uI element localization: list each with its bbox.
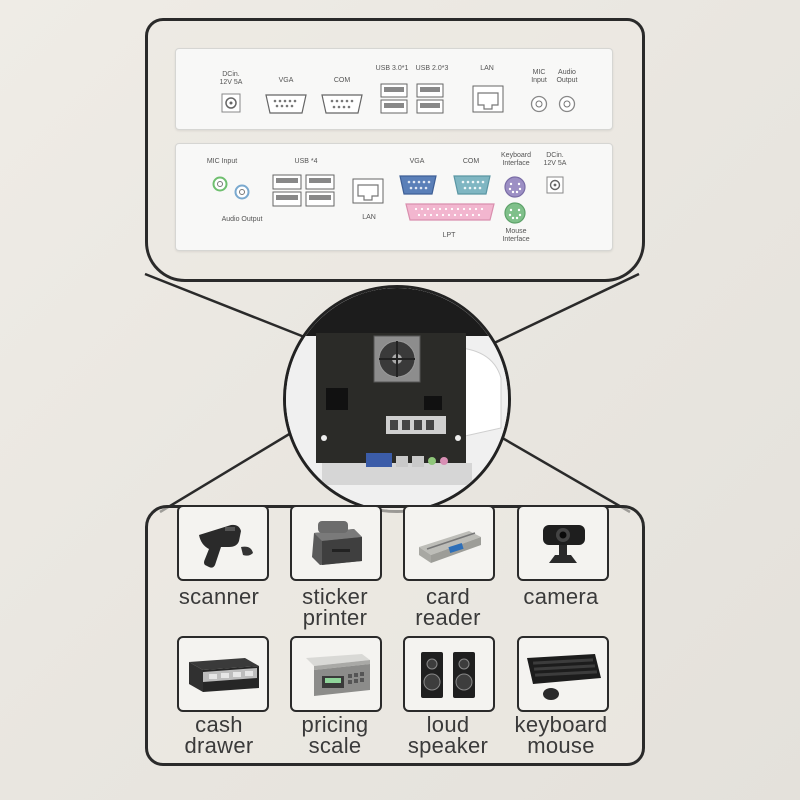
- peripheral-label-camera: camera: [523, 584, 599, 609]
- keyboard-interface-label: Keyboard Interface: [501, 152, 531, 167]
- peripheral-card-sticker-printer: [290, 505, 382, 581]
- keyboard-icon: [527, 654, 601, 700]
- mic-input-label: MIC Input: [206, 158, 238, 165]
- com-port-icon-2: [453, 175, 491, 195]
- dc-in-label-2: DCin. 12V 5A: [543, 152, 567, 167]
- audio-jack-icon: [234, 184, 250, 200]
- io-panel-bottom: MIC Input Audio Output USB *4 LAN VGA CO…: [175, 143, 613, 251]
- com-label: COM: [333, 77, 351, 84]
- vga-port-icon-2: [399, 175, 437, 195]
- mic-port-icon: [530, 95, 548, 113]
- card-reader-icon: [419, 531, 481, 563]
- lpt-label: LPT: [442, 232, 456, 239]
- ps2-keyboard-port-icon: [504, 176, 526, 198]
- peripheral-label-scanner: scanner: [178, 584, 260, 609]
- peripheral-label-card-reader: card reader: [415, 584, 481, 630]
- scale-icon: [306, 654, 370, 696]
- usb4-port-icon: [272, 174, 335, 207]
- lan-label: LAN: [480, 65, 494, 72]
- webcam-icon: [543, 525, 585, 563]
- dc-in-label: DCin. 12V 5A: [219, 71, 243, 86]
- cash-drawer-icon: [189, 658, 259, 692]
- audio-output-label-2: Audio Output: [221, 216, 263, 223]
- peripheral-label-keyboard-mouse: keyboard mouse: [514, 712, 608, 758]
- com-label-2: COM: [462, 158, 480, 165]
- lan-label-2: LAN: [362, 214, 376, 221]
- peripheral-card-camera: [517, 505, 609, 581]
- audio-output-port-icon: [558, 95, 576, 113]
- usb20-port-icon: [416, 83, 444, 114]
- dc-in-port-icon: [221, 93, 241, 113]
- usb30-label: USB 3.0*1: [375, 65, 409, 72]
- label-printer-icon: [312, 521, 362, 565]
- ps2-mouse-port-icon: [504, 202, 526, 224]
- peripheral-label-loud-speaker: loud speaker: [407, 712, 489, 758]
- vga-port-icon: [265, 94, 307, 114]
- peripheral-card-keyboard-mouse: [517, 636, 609, 712]
- barcode-scanner-icon: [199, 524, 253, 568]
- peripheral-label-cash-drawer: cash drawer: [184, 712, 254, 758]
- peripheral-card-scanner: [177, 505, 269, 581]
- mouse-icon: [543, 688, 559, 700]
- peripheral-card-loud-speaker: [403, 636, 495, 712]
- peripheral-label-pricing-scale: pricing scale: [301, 712, 369, 758]
- lan-port-icon: [472, 85, 504, 113]
- usb20-label: USB 2.0*3: [415, 65, 449, 72]
- peripheral-card-card-reader: [403, 505, 495, 581]
- vga-label: VGA: [278, 77, 294, 84]
- mouse-interface-label: Mouse Interface: [502, 228, 530, 243]
- lpt-port-icon: [405, 203, 495, 221]
- io-panel-top: DCin. 12V 5A VGA COM USB 3.0*1 USB 2.0*3…: [175, 48, 613, 130]
- peripheral-card-cash-drawer: [177, 636, 269, 712]
- mic-label: MIC Input: [531, 69, 547, 84]
- peripheral-card-pricing-scale: [290, 636, 382, 712]
- peripheral-label-sticker-printer: sticker printer: [302, 584, 368, 630]
- motherboard-icon: [286, 288, 508, 510]
- lan-port-icon-2: [352, 178, 384, 204]
- mic-jack-icon: [212, 176, 228, 192]
- usb4-label: USB *4: [294, 158, 318, 165]
- usb30-port-icon: [380, 83, 408, 114]
- motherboard-photo: [283, 285, 511, 513]
- com-port-icon: [321, 94, 363, 114]
- audio-output-label: Audio Output: [556, 69, 578, 84]
- speaker-icon: [421, 652, 475, 698]
- vga-label-2: VGA: [409, 158, 425, 165]
- dc-in-port-icon-2: [546, 176, 564, 194]
